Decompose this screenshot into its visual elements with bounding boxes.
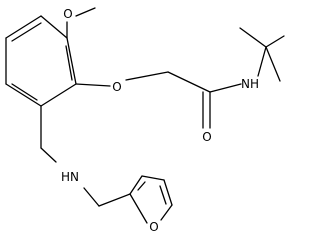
bond-ring-c6-c1 xyxy=(40,15,68,39)
bond-ring-inner-3 xyxy=(11,22,42,42)
bond-ring-c2-c3 xyxy=(40,83,77,107)
bond-ch2-amine-nitrogen xyxy=(40,147,57,163)
atom-labels: O O NH O HN O xyxy=(61,7,259,234)
atom-ether-oxygen-phenoxy: O xyxy=(112,80,121,94)
bond-amine-nitrogen-ch2 xyxy=(83,187,100,207)
bond-tbutyl-methyl-3 xyxy=(265,46,281,82)
bond-phenoxy-oxygen-ch2 xyxy=(125,71,169,81)
bond-furan-inner-1 xyxy=(137,181,146,191)
bond-ring-inner-2 xyxy=(11,83,38,101)
atom-amine-nitrogen: HN xyxy=(61,170,79,184)
atom-furan-oxygen: O xyxy=(149,220,158,234)
bond-ring-c3-c4 xyxy=(5,83,42,107)
bond-ring-c1-c2 xyxy=(66,37,77,85)
bond-furan-c5-o xyxy=(160,204,173,221)
atom-amide-nitrogen: NH xyxy=(241,77,259,91)
chemical-structure: O O NH O HN O xyxy=(5,7,285,234)
bond-furan-c2-c3 xyxy=(129,175,143,195)
bond-ring-c5-c6 xyxy=(5,15,42,39)
bond-furan-o-c2 xyxy=(129,193,148,224)
bond-ch2-carbonyl xyxy=(167,71,211,93)
bond-carbonyl-nitrogen xyxy=(209,83,242,93)
atom-ether-oxygen-top: O xyxy=(63,7,72,21)
bond-tbutyl-methyl-1 xyxy=(239,27,267,48)
bond-nitrogen-quaternary-carbon xyxy=(257,46,267,77)
bond-furan-c3-c4 xyxy=(141,175,165,181)
bond-ch2-furan xyxy=(98,193,131,207)
bond-furan-inner-2 xyxy=(159,185,167,205)
bond-ring-inner-1 xyxy=(65,45,73,81)
atom-amide-oxygen: O xyxy=(202,130,211,144)
bond-methyl-oxygen xyxy=(75,7,96,17)
bond-furan-c4-c5 xyxy=(163,179,173,206)
bond-tbutyl-methyl-2 xyxy=(265,35,285,48)
bonds xyxy=(5,7,285,224)
bond-ring-phenoxy-oxygen xyxy=(75,83,111,87)
